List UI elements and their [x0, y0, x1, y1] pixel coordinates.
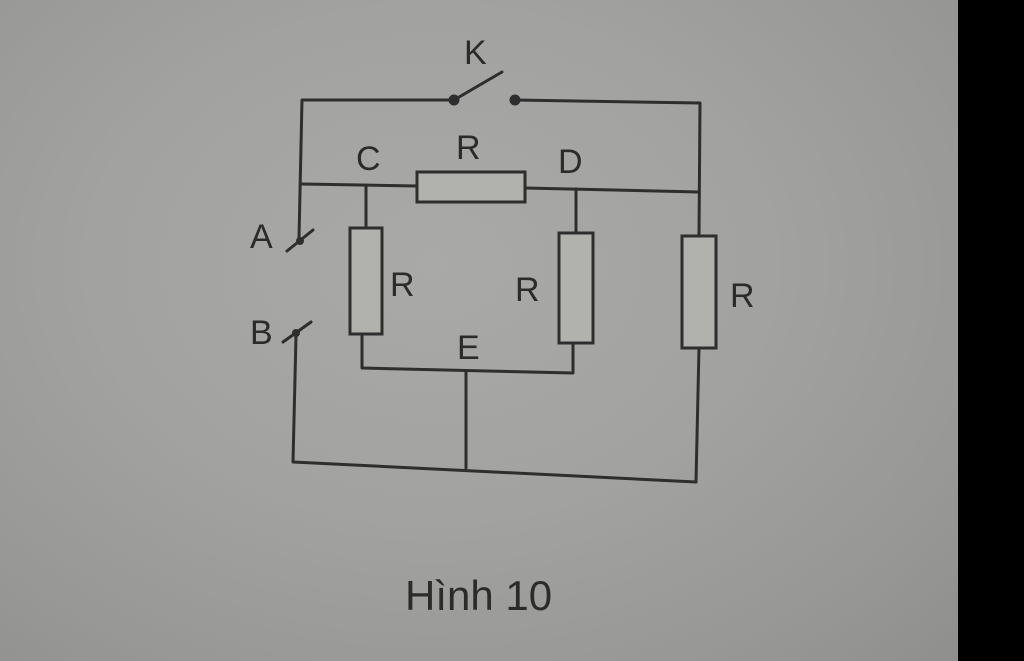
wire-a-to-c: [300, 182, 419, 188]
switch-k-left-contact: [448, 94, 460, 106]
wire-ce-to-e: [360, 332, 575, 375]
terminal-b-dot: [292, 329, 300, 337]
label-node-d: D: [558, 143, 583, 181]
wire-b-bottom-rail: [291, 334, 698, 484]
black-margin: [958, 0, 1024, 661]
label-resistor-cd: R: [456, 129, 481, 167]
wire-d-to-right: [523, 186, 701, 194]
wire-top-right: [513, 98, 702, 238]
resistor-de: [557, 231, 595, 345]
paper-background: [0, 0, 958, 661]
label-resistor-ce: R: [390, 266, 415, 304]
wire-right-down: [694, 346, 701, 484]
circuit-diagram: K C R D A B R R R E Hình 10: [250, 34, 755, 619]
resistor-right: [680, 234, 718, 350]
wire-top-left: [297, 98, 456, 240]
resistor-cd: [415, 170, 527, 204]
label-resistor-de: R: [515, 271, 540, 309]
resistor-ce: [348, 226, 384, 336]
label-node-b: B: [250, 314, 273, 352]
label-node-c: C: [356, 140, 381, 178]
label-resistor-right: R: [730, 277, 755, 315]
switch-k-blade: [452, 70, 504, 102]
label-node-a: A: [250, 218, 273, 256]
figure-caption: Hình 10: [405, 572, 552, 619]
label-node-e: E: [457, 329, 480, 367]
label-switch-k: K: [464, 34, 487, 72]
terminal-a-dot: [296, 237, 304, 245]
